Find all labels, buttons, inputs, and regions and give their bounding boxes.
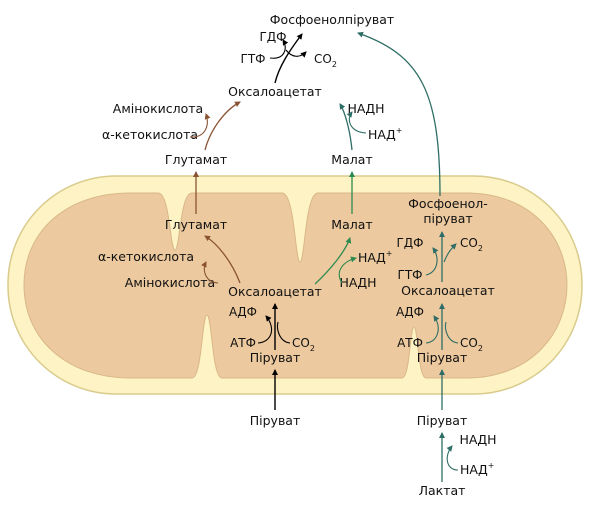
mal-top-label: Малат bbox=[331, 152, 372, 167]
glu-to-oaa-arrow bbox=[204, 101, 241, 151]
gtp-r-label: ГТФ bbox=[398, 268, 423, 282]
amino-top-label: Амінокислота bbox=[113, 101, 203, 116]
atp-to-adp-r-arrow bbox=[425, 315, 440, 344]
co2-in-arrow bbox=[276, 321, 291, 344]
nad-to-nadh-arrow bbox=[346, 111, 367, 134]
nadh-bot-label: НАДН bbox=[459, 432, 496, 447]
amino-in-label: Амінокислота bbox=[125, 275, 215, 290]
aketo-in-label: α-кетокислота bbox=[98, 249, 194, 264]
nadh-to-nad-arrow bbox=[338, 256, 357, 284]
mal-in-label: Малат bbox=[331, 217, 372, 232]
glu-top-label: Глутамат bbox=[165, 152, 227, 167]
gtp-to-gdp-arrow bbox=[269, 39, 289, 59]
pyr-r-label: Піруват bbox=[417, 350, 468, 365]
adp-in-label: АДФ bbox=[229, 305, 257, 319]
pyr-out-r-label: Піруват bbox=[417, 413, 468, 428]
nad-to-nadh-bot-arrow bbox=[446, 445, 459, 471]
lactate-label: Лактат bbox=[419, 483, 466, 498]
amino-to-aketo-arrow bbox=[201, 261, 219, 284]
nad-bot-label: НАД+ bbox=[460, 461, 494, 477]
oaa-to-mal-arrow bbox=[314, 237, 352, 285]
aketo-to-amino-arrow bbox=[189, 113, 211, 138]
pep-top-label: Фосфоенолпіруват bbox=[270, 12, 394, 27]
oaa-to-pep-arrow bbox=[274, 33, 303, 84]
gtp-to-gdp-r-arrow bbox=[425, 247, 439, 276]
co2-r-arrow bbox=[443, 243, 457, 263]
co2-top-label: CO2 bbox=[314, 52, 337, 69]
nadh-top-label: НАДН bbox=[347, 101, 384, 116]
oaa-to-glu-arrow bbox=[204, 235, 241, 284]
pep-r-label-2: піруват bbox=[423, 211, 472, 226]
pyr-in-label: Піруват bbox=[250, 350, 301, 365]
mal-to-oaa-arrow bbox=[339, 103, 353, 151]
pep-r-label-1: Фосфоенол- bbox=[408, 196, 488, 211]
nadh-in-label: НАДН bbox=[339, 275, 376, 290]
atp-to-adp-arrow bbox=[257, 315, 273, 344]
oaa-top-label: Оксалоацетат bbox=[228, 84, 322, 99]
gdp-top-label: ГДФ bbox=[259, 30, 286, 44]
co2-in-label: CO2 bbox=[292, 336, 315, 353]
gtp-top-label: ГТФ bbox=[241, 52, 266, 66]
adp-r-label: АДФ bbox=[396, 305, 424, 319]
atp-r-label: АТФ bbox=[397, 336, 423, 350]
co2-r2-label: CO2 bbox=[460, 336, 483, 353]
co2-r-label: CO2 bbox=[460, 236, 483, 253]
pyr-out-label: Піруват bbox=[250, 413, 301, 428]
glu-in-label: Глутамат bbox=[165, 217, 227, 232]
nad-top-label: НАД+ bbox=[368, 126, 402, 142]
oaa-in-label: Оксалоацетат bbox=[228, 284, 322, 299]
aketo-top-label: α-кетокислота bbox=[102, 127, 198, 142]
pep-export-arrow bbox=[357, 31, 441, 197]
atp-in-label: АТФ bbox=[230, 336, 256, 350]
co2-release-arrow bbox=[285, 49, 307, 58]
mitochondrion-matrix bbox=[23, 192, 568, 379]
co2-r2-arrow bbox=[444, 321, 459, 344]
oaa-r-label: Оксалоацетат bbox=[401, 283, 495, 298]
nad-in-label: НАД+ bbox=[358, 249, 392, 265]
gdp-r-label: ГДФ bbox=[396, 236, 423, 250]
